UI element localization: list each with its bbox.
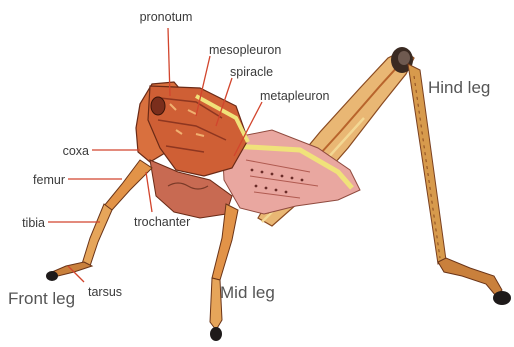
label-front-leg: Front leg <box>8 289 75 308</box>
label-femur: femur <box>33 173 65 187</box>
label-trochanter: trochanter <box>134 215 190 229</box>
label-pronotum: pronotum <box>140 10 193 24</box>
label-tarsus: tarsus <box>88 285 122 299</box>
label-hind-leg: Hind leg <box>428 78 490 97</box>
label-coxa: coxa <box>63 144 89 158</box>
label-metapleuron: metapleuron <box>260 89 330 103</box>
mid-leg-illustration <box>210 204 238 341</box>
thorax-illustration <box>136 82 248 218</box>
label-spiracle: spiracle <box>230 65 273 79</box>
label-tibia: tibia <box>22 216 45 230</box>
leader-trochanter <box>146 172 152 212</box>
label-mid-leg: Mid leg <box>220 283 275 302</box>
label-mesopleuron: mesopleuron <box>209 43 281 57</box>
